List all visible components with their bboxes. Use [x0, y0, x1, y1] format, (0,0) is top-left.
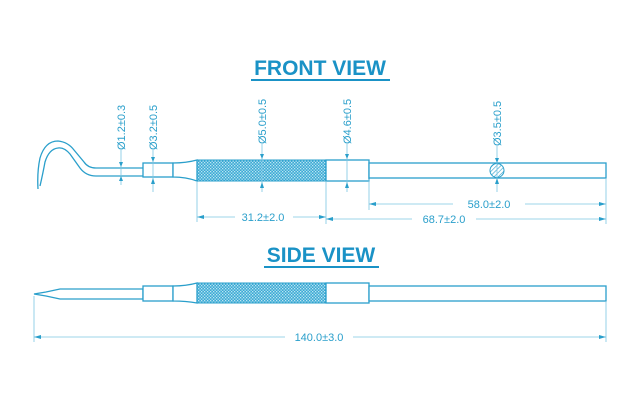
hook-tip-inner [39, 147, 143, 187]
overall-length-label: 140.0±3.0 [295, 332, 344, 344]
instrument-front [37, 140, 607, 190]
taper [172, 159, 198, 182]
shaft [368, 285, 607, 302]
shaft [368, 162, 607, 179]
tip-diameter-label: Ø1.2±0.3 [116, 105, 128, 150]
knurled-grip [196, 159, 327, 182]
collar [142, 162, 174, 178]
length-dims: 58.0±2.0 31.2±2.0 68.7±2.0 [196, 179, 607, 226]
knurled-grip [196, 282, 327, 304]
shaft-length-label: 58.0±2.0 [468, 199, 511, 211]
collar [142, 285, 174, 302]
ferrule-diameter-label: Ø4.6±0.5 [342, 99, 354, 144]
front-view-title: FRONT VIEW [254, 57, 386, 80]
grip-diameter-label: Ø5.0±0.5 [257, 99, 269, 144]
ferrule [325, 159, 370, 182]
taper [172, 282, 198, 304]
grip-length-label: 31.2±2.0 [242, 212, 285, 224]
needle-tip [33, 288, 144, 300]
ferrule [325, 282, 370, 304]
diameter-dims: Ø1.2±0.3 Ø3.2±0.5 Ø5.0±0.5 Ø4.6±0.5 Ø3.5… [116, 99, 504, 192]
collar-diameter-label: Ø3.2±0.5 [148, 105, 160, 150]
instrument-side [33, 282, 607, 304]
side-view-title: SIDE VIEW [267, 244, 376, 267]
shaft-diameter-label: Ø3.5±0.5 [492, 101, 504, 146]
rear-length-label: 68.7±2.0 [423, 214, 466, 226]
front-view: FRONT VIEW Ø1.2±0.3 Ø3.2±0.5 Ø5.0±0.5 [37, 57, 607, 226]
hook-tip-outer [37, 140, 143, 190]
overall-length-dim: 140.0±3.0 [33, 296, 607, 344]
side-view: SIDE VIEW 140.0±3.0 [33, 244, 607, 344]
